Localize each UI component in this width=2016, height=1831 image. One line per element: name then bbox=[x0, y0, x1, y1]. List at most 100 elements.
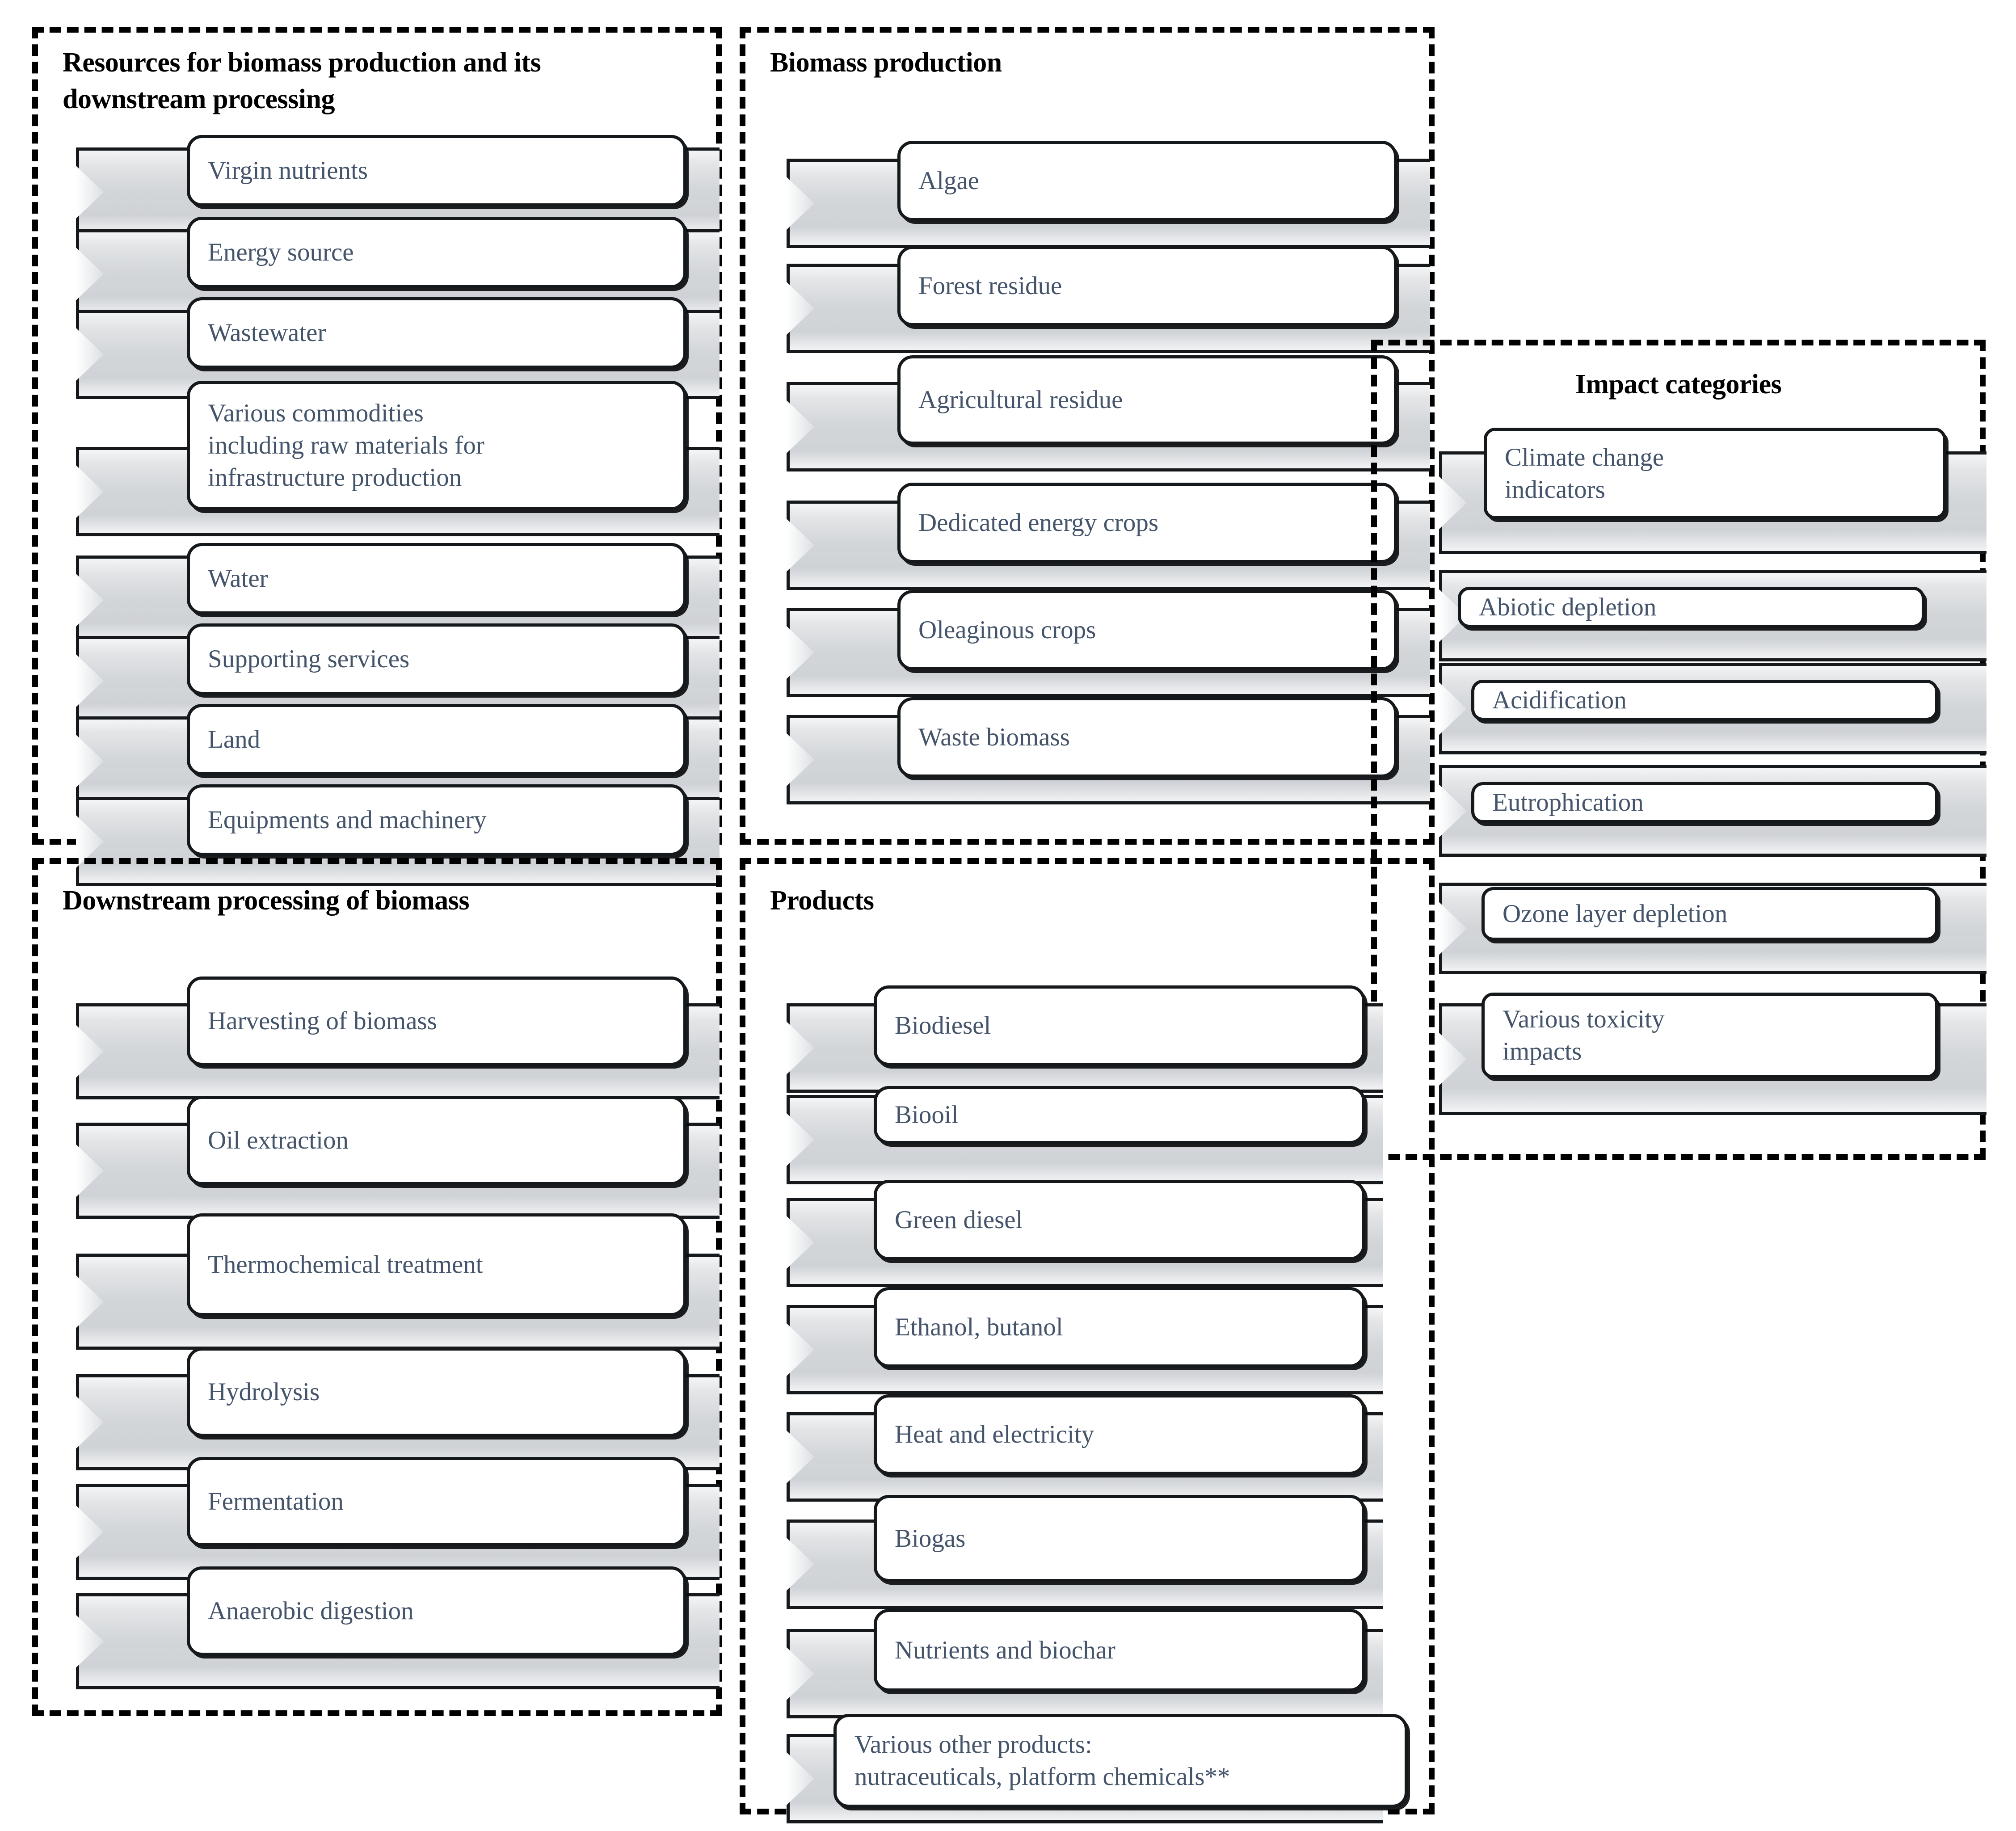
block-card[interactable]: Oleaginous crops bbox=[897, 590, 1397, 670]
block-hydrolysis[interactable]: Hydrolysis bbox=[76, 1347, 720, 1470]
chevron-icon bbox=[787, 733, 814, 786]
block-water[interactable]: Water bbox=[76, 543, 720, 645]
block-card[interactable]: Green diesel bbox=[874, 1180, 1365, 1260]
block-card[interactable]: Hydrolysis bbox=[187, 1347, 686, 1437]
block-card[interactable]: Ozone layer depletion bbox=[1481, 887, 1938, 941]
chevron-icon bbox=[76, 574, 104, 627]
block-biooil[interactable]: Biooil bbox=[787, 1086, 1383, 1184]
block-card[interactable]: Various toxicity impacts bbox=[1481, 993, 1938, 1078]
block-card[interactable]: Dedicated energy crops bbox=[897, 483, 1397, 563]
block-card[interactable]: Water bbox=[187, 543, 686, 615]
panel-biomass-production bbox=[740, 27, 1435, 845]
block-fermentation[interactable]: Fermentation bbox=[76, 1457, 720, 1580]
block-card[interactable]: Algae bbox=[897, 141, 1397, 221]
block-eutrophication[interactable]: Eutrophication bbox=[1439, 765, 1987, 857]
block-label: Various commodities including raw materi… bbox=[208, 399, 484, 492]
block-biodiesel[interactable]: Biodiesel bbox=[787, 985, 1383, 1093]
block-waste-biomass[interactable]: Waste biomass bbox=[787, 697, 1430, 804]
block-label: Dedicated energy crops bbox=[918, 509, 1159, 537]
block-label: Various other products: nutraceuticals, … bbox=[854, 1730, 1230, 1791]
block-card[interactable]: Acidification bbox=[1471, 680, 1938, 721]
block-card[interactable]: Ethanol, butanol bbox=[874, 1287, 1365, 1368]
block-label: Ethanol, butanol bbox=[895, 1313, 1063, 1342]
block-card[interactable]: Harvesting of biomass bbox=[187, 977, 686, 1066]
block-card[interactable]: Thermochemical treatment bbox=[187, 1213, 686, 1316]
chevron-icon bbox=[787, 1647, 814, 1700]
block-card[interactable]: Various commodities including raw materi… bbox=[187, 381, 686, 510]
block-card[interactable]: Virgin nutrients bbox=[187, 135, 686, 206]
block-label: Biogas bbox=[895, 1524, 966, 1553]
block-card[interactable]: Various other products: nutraceuticals, … bbox=[833, 1714, 1408, 1808]
block-label: Agricultural residue bbox=[918, 386, 1123, 414]
chevron-icon bbox=[76, 248, 104, 300]
block-card[interactable]: Heat and electricity bbox=[874, 1394, 1365, 1475]
block-card[interactable]: Wastewater bbox=[187, 297, 686, 369]
block-ozone-layer-depletion[interactable]: Ozone layer depletion bbox=[1439, 883, 1987, 974]
block-card[interactable]: Waste biomass bbox=[897, 697, 1397, 778]
chevron-icon bbox=[787, 1216, 814, 1269]
block-agricultural-residue[interactable]: Agricultural residue bbox=[787, 355, 1430, 471]
block-dedicated-energy-crops[interactable]: Dedicated energy crops bbox=[787, 483, 1430, 590]
block-card[interactable]: Eutrophication bbox=[1471, 782, 1938, 823]
block-harvesting-of-biomass[interactable]: Harvesting of biomass bbox=[76, 977, 720, 1099]
block-ethanol-butanol[interactable]: Ethanol, butanol bbox=[787, 1287, 1383, 1394]
block-label: Equipments and machinery bbox=[208, 806, 487, 834]
block-card[interactable]: Fermentation bbox=[187, 1457, 686, 1546]
block-nutrients-and-biochar[interactable]: Nutrients and biochar bbox=[787, 1609, 1383, 1718]
block-card[interactable]: Supporting services bbox=[187, 623, 686, 695]
block-label: Land bbox=[208, 725, 261, 754]
block-oil-extraction[interactable]: Oil extraction bbox=[76, 1096, 720, 1219]
chevron-icon bbox=[76, 1144, 104, 1197]
block-acidification[interactable]: Acidification bbox=[1439, 663, 1987, 754]
block-anaerobic-digestion[interactable]: Anaerobic digestion bbox=[76, 1566, 720, 1689]
block-label: Eutrophication bbox=[1492, 788, 1644, 817]
block-equipments-and-machinery[interactable]: Equipments and machinery bbox=[76, 784, 720, 886]
block-heat-and-electricity[interactable]: Heat and electricity bbox=[787, 1394, 1383, 1502]
chevron-icon bbox=[787, 626, 814, 679]
block-green-diesel[interactable]: Green diesel bbox=[787, 1180, 1383, 1287]
block-oleaginous-crops[interactable]: Oleaginous crops bbox=[787, 590, 1430, 697]
block-algae[interactable]: Algae bbox=[787, 141, 1430, 248]
block-abiotic-depletion[interactable]: Abiotic depletion bbox=[1439, 570, 1987, 661]
block-forest-residue[interactable]: Forest residue bbox=[787, 246, 1430, 353]
block-label: Waste biomass bbox=[918, 723, 1070, 752]
block-card[interactable]: Nutrients and biochar bbox=[874, 1609, 1365, 1692]
block-card[interactable]: Oil extraction bbox=[187, 1096, 686, 1185]
block-label: Biodiesel bbox=[895, 1011, 991, 1040]
block-climate-change-indicators[interactable]: Climate change indicators bbox=[1439, 428, 1987, 554]
block-card[interactable]: Climate change indicators bbox=[1484, 428, 1946, 519]
chevron-icon bbox=[76, 1505, 104, 1558]
block-label: Acidification bbox=[1492, 686, 1627, 715]
block-various-other-products[interactable]: Various other products: nutraceuticals, … bbox=[787, 1714, 1408, 1823]
block-card[interactable]: Biodiesel bbox=[874, 985, 1365, 1066]
block-label: Nutrients and biochar bbox=[895, 1636, 1115, 1664]
block-card[interactable]: Biogas bbox=[874, 1495, 1365, 1582]
block-card[interactable]: Land bbox=[187, 704, 686, 775]
block-various-toxicity-impacts[interactable]: Various toxicity impacts bbox=[1439, 993, 1987, 1115]
chevron-icon bbox=[76, 328, 104, 381]
block-biogas[interactable]: Biogas bbox=[787, 1495, 1383, 1609]
block-label: Harvesting of biomass bbox=[208, 1007, 437, 1035]
block-card[interactable]: Forest residue bbox=[897, 246, 1397, 326]
block-label: Green diesel bbox=[895, 1206, 1023, 1234]
chevron-icon bbox=[76, 654, 104, 707]
block-various-commodities[interactable]: Various commodities including raw materi… bbox=[76, 381, 720, 536]
block-label: Heat and electricity bbox=[895, 1420, 1094, 1449]
block-label: Oleaginous crops bbox=[918, 616, 1096, 644]
block-label: Hydrolysis bbox=[208, 1378, 320, 1406]
block-card[interactable]: Energy source bbox=[187, 217, 686, 288]
block-card[interactable]: Anaerobic digestion bbox=[187, 1566, 686, 1656]
block-card[interactable]: Equipments and machinery bbox=[187, 784, 686, 856]
panel-downstream-processing-title: Downstream processing of biomass bbox=[63, 885, 470, 916]
block-card[interactable]: Abiotic depletion bbox=[1458, 587, 1925, 628]
block-thermochemical-treatment[interactable]: Thermochemical treatment bbox=[76, 1213, 720, 1350]
chevron-icon bbox=[787, 1538, 814, 1591]
block-label: Climate change indicators bbox=[1505, 443, 1664, 504]
block-card[interactable]: Agricultural residue bbox=[897, 355, 1397, 445]
chevron-icon bbox=[76, 735, 104, 787]
chevron-icon bbox=[787, 400, 814, 453]
chevron-icon bbox=[787, 282, 814, 335]
chevron-icon bbox=[76, 465, 104, 518]
block-card[interactable]: Biooil bbox=[874, 1086, 1365, 1144]
